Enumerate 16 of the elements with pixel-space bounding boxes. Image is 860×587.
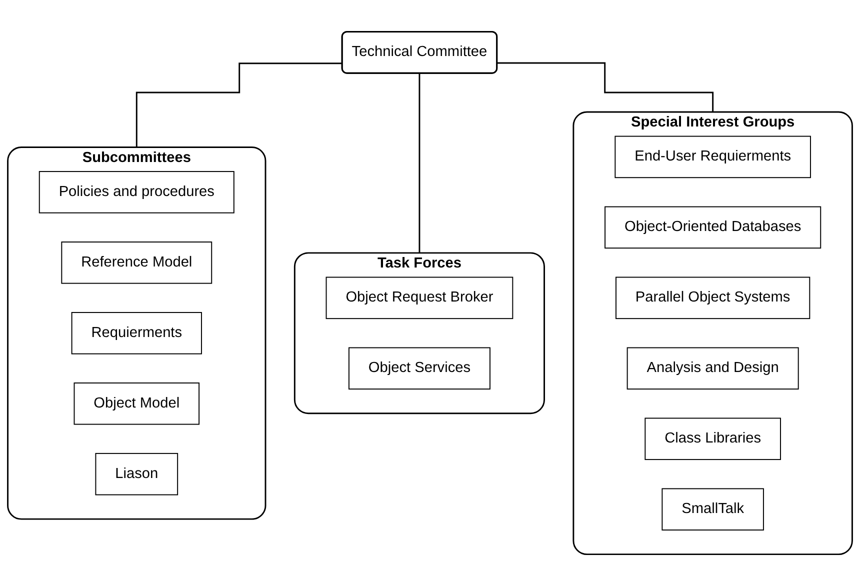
node-box: Object Request Broker [326,277,514,320]
node-box: Parallel Object Systems [616,277,810,320]
node-box: Liason [95,453,178,496]
node-box: Requierments [71,312,202,355]
node-box: Object Services [348,348,490,390]
node-box: Analysis and Design [626,348,799,390]
node-box: Object-Oriented Databases [604,206,822,250]
node-box: Class Libraries [644,418,781,460]
connector [136,63,342,148]
node-box: Reference Model [61,242,212,284]
node-box: Policies and procedures [38,172,234,214]
node-box: Object Model [74,382,200,426]
node-box: SmallTalk [662,488,764,531]
node-box: End-User Requierments [614,136,811,179]
connector [496,62,714,114]
connector [418,72,420,254]
